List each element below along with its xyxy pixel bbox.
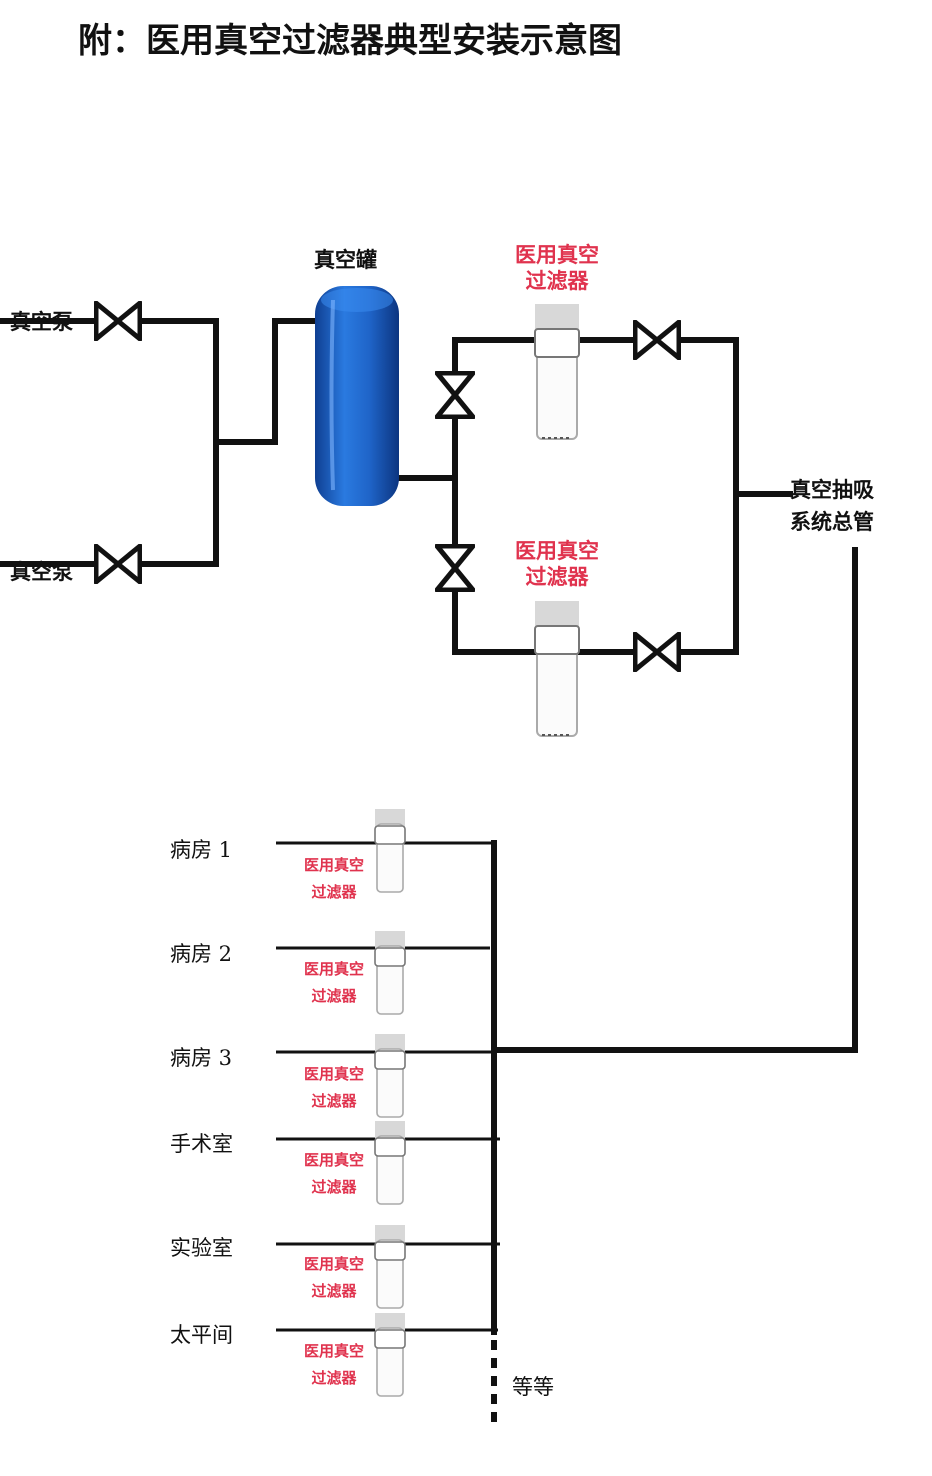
filter-label-line1: 医用真空: [303, 960, 364, 978]
valve-upper-outlet: [635, 322, 679, 358]
filter-label-line2: 过滤器: [525, 269, 589, 293]
vacuum-tank: [315, 286, 399, 506]
filter-label-line1: 医用真空: [303, 1151, 364, 1169]
label-tank: 真空罐: [314, 248, 377, 272]
room-label-2: 病房 2: [170, 942, 233, 966]
pipe-pump-top: [0, 318, 219, 445]
filter-label-line2: 过滤器: [311, 1092, 357, 1110]
room-label-3: 病房 3: [170, 1046, 233, 1070]
room-label-4: 手术室: [170, 1132, 233, 1156]
branch-filter-2: [374, 930, 406, 1015]
pipe-manifold-right: [733, 337, 793, 655]
filter-label-line1: 医用真空: [303, 1065, 364, 1083]
label-main-filter-upper: 医用真空 过滤器: [509, 242, 605, 294]
filter-label-line2: 过滤器: [311, 883, 357, 901]
filter-label-line2: 过滤器: [311, 1282, 357, 1300]
branch-filter-label-2: 医用真空 过滤器: [296, 956, 372, 1010]
filter-label-line2: 过滤器: [311, 1369, 357, 1387]
branch-filter-5: [374, 1224, 406, 1309]
branch-filter-label-6: 医用真空 过滤器: [296, 1338, 372, 1392]
branch-lines: [276, 841, 500, 1332]
label-pump-bottom: 真空泵: [10, 560, 73, 584]
branch-filter-label-1: 医用真空 过滤器: [296, 852, 372, 906]
label-main-filter-lower: 医用真空 过滤器: [509, 538, 605, 590]
main-filter-lower: [534, 600, 580, 737]
filter-label-line2: 过滤器: [311, 1178, 357, 1196]
branch-filter-label-4: 医用真空 过滤器: [296, 1147, 372, 1201]
branch-filter-label-5: 医用真空 过滤器: [296, 1251, 372, 1305]
room-label-6: 太平间: [170, 1323, 233, 1347]
page-title: 附：医用真空过滤器典型安装示意图: [78, 21, 622, 61]
valve-lower-inlet: [437, 546, 473, 590]
label-header-pipe: 真空抽吸 系统总管: [790, 474, 874, 538]
branch-filter-4: [374, 1120, 406, 1205]
valve-lower-outlet: [635, 634, 679, 670]
header-pipe-line1: 真空抽吸: [790, 478, 874, 502]
room-label-5: 实验室: [170, 1236, 233, 1260]
filter-label-line1: 医用真空: [515, 539, 599, 563]
valve-upper-inlet: [437, 373, 473, 417]
label-etc: 等等: [512, 1375, 554, 1399]
valve-pump-top: [96, 303, 140, 339]
filter-label-line1: 医用真空: [303, 1342, 364, 1360]
filter-label-line2: 过滤器: [311, 987, 357, 1005]
filter-label-line1: 医用真空: [303, 1255, 364, 1273]
main-filter-upper: [534, 303, 580, 440]
filter-label-line1: 医用真空: [303, 856, 364, 874]
branch-filter-6: [374, 1312, 406, 1397]
branch-filter-label-3: 医用真空 过滤器: [296, 1061, 372, 1115]
branch-filter-3: [374, 1033, 406, 1118]
pipe-to-tank: [213, 318, 328, 445]
valve-pump-bottom: [96, 546, 140, 582]
header-pipe-line2: 系统总管: [790, 510, 874, 534]
room-label-1: 病房 1: [170, 838, 233, 862]
pipe-header-drop: [491, 547, 858, 1053]
pipes: [0, 318, 858, 1335]
pipe-pump-bottom: [0, 439, 219, 567]
label-pump-top: 真空泵: [10, 310, 73, 334]
branch-filter-1: [374, 808, 406, 893]
filter-label-line1: 医用真空: [515, 243, 599, 267]
filter-label-line2: 过滤器: [525, 565, 589, 589]
